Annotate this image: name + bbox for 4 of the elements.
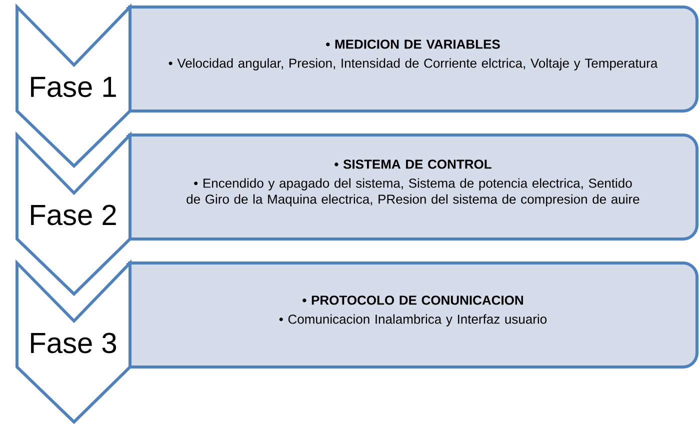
phase-box: • MEDICION DE VARIABLES • Velocidad angular, Presion, Intensidad de Corriente elctrica, Voltaje y Temperatura	[126, 6, 698, 112]
node-label: Fase 3	[31, 332, 116, 354]
phase-box: • PROTOCOLO DE CONUNICACION • Comunicacion Inalambrica y Interfaz usuario	[126, 262, 698, 368]
phase-box: • SISTEMA DE CONTROL • Encendido y apagado del sistema, Sistema de potencia electrica, Sentido de Giro de la Maquina electrica, PResion del sistema de compresion de auire	[126, 134, 698, 240]
